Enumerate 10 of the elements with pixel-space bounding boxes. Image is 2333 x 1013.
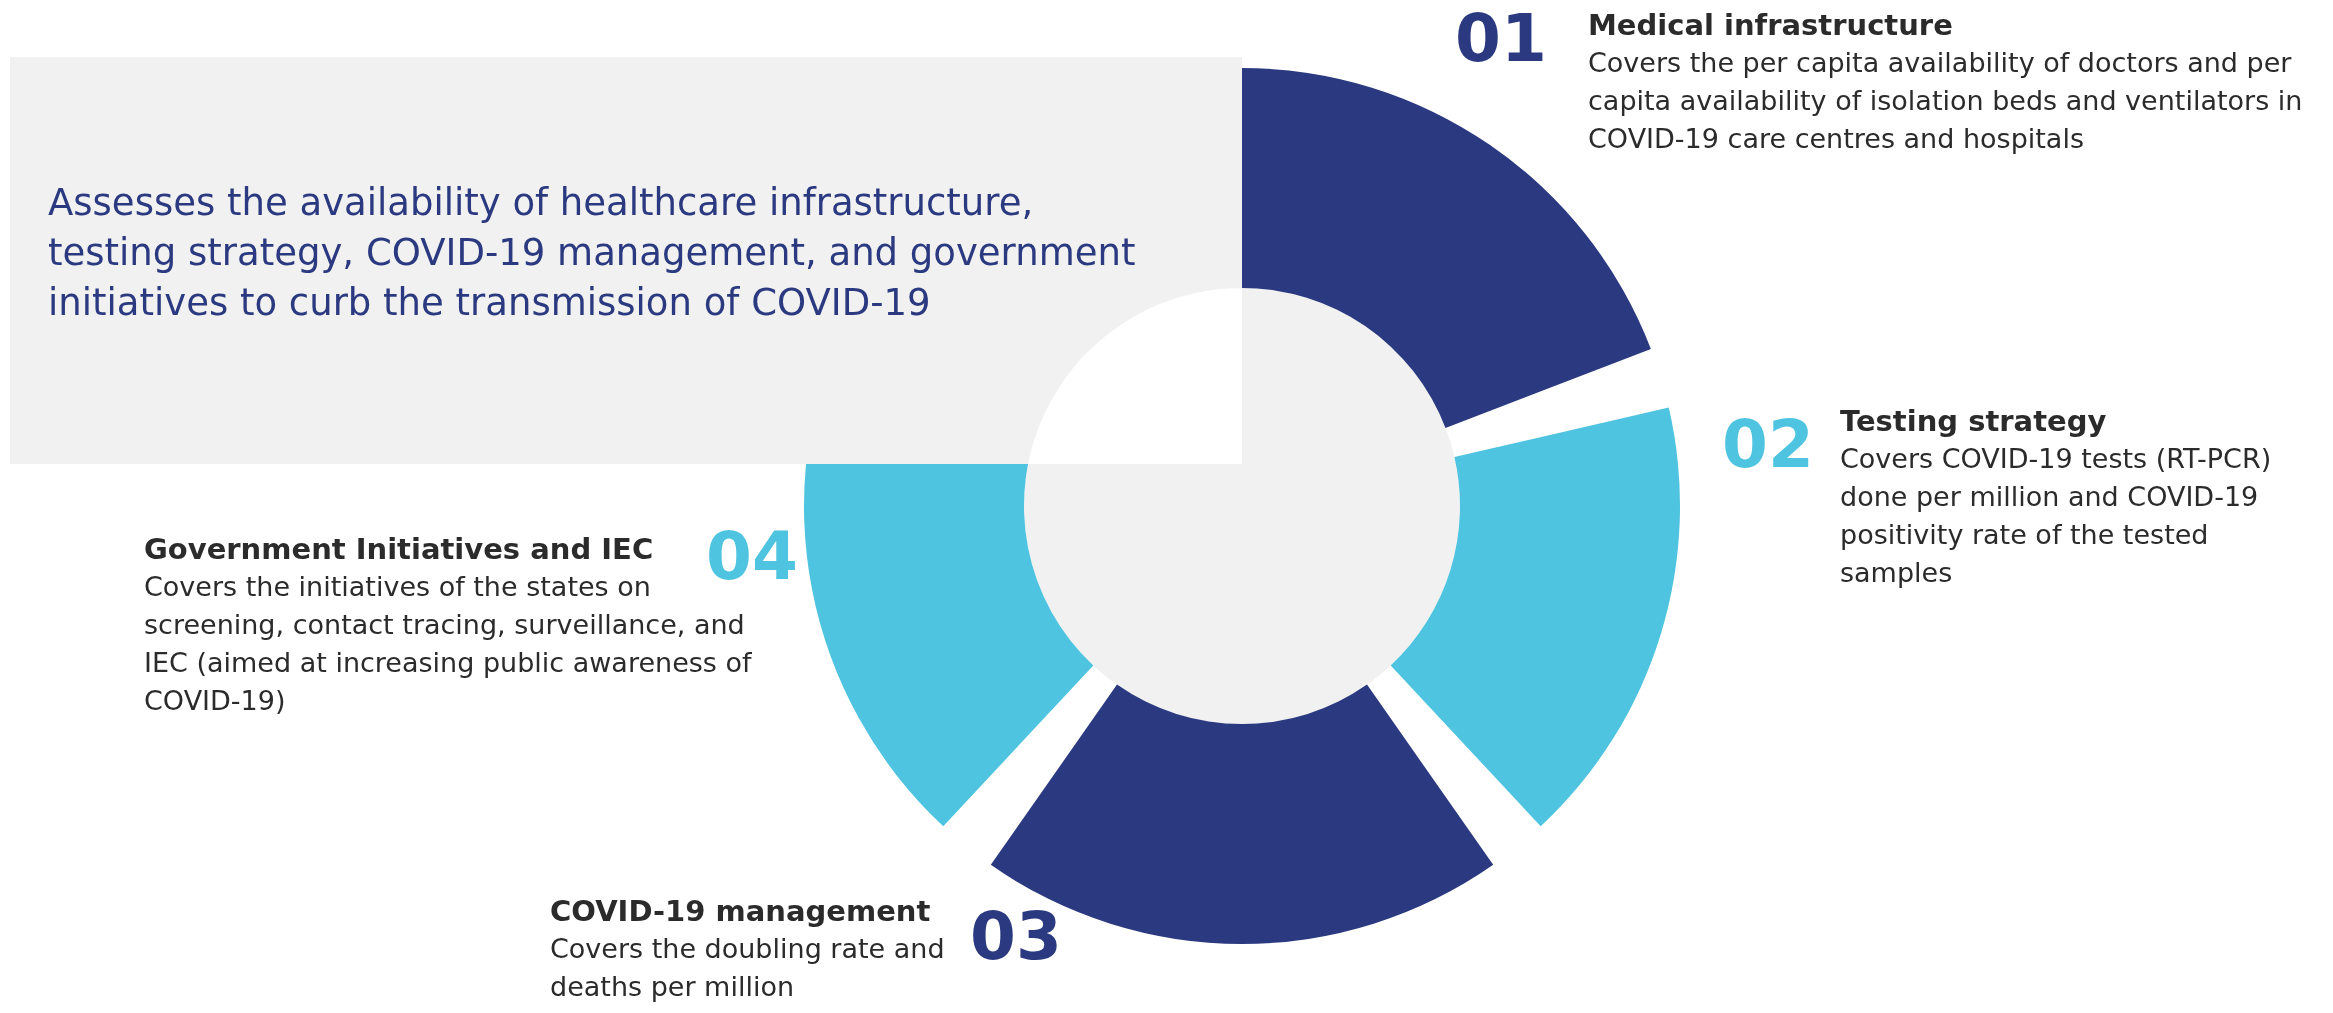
category-description: Covers the doubling rate and deaths per million: [550, 932, 946, 1004]
step-number: 03: [970, 902, 1062, 972]
intro-text: Assesses the availability of healthcare infrastructure, testing strategy, COVID-19 management, and government initiatives to curb the transmission of COVID-19: [48, 178, 1168, 328]
step-number: 02: [1722, 410, 1814, 480]
category-description: Covers COVID-19 tests (RT-PCR) done per million and COVID-19 positivity rate of the tested samples: [1840, 442, 2273, 590]
category-heading: Medical infrastructure: [1588, 7, 1954, 44]
step-number: 01: [1455, 4, 1547, 74]
category-heading: COVID-19 management: [550, 893, 932, 930]
category-heading: Testing strategy: [1840, 403, 2108, 440]
category-description: Covers the per capita availability of doctors and per capita availability of isolation beds and ventilators in COVID-19 care centres and hospitals: [1588, 46, 2304, 156]
